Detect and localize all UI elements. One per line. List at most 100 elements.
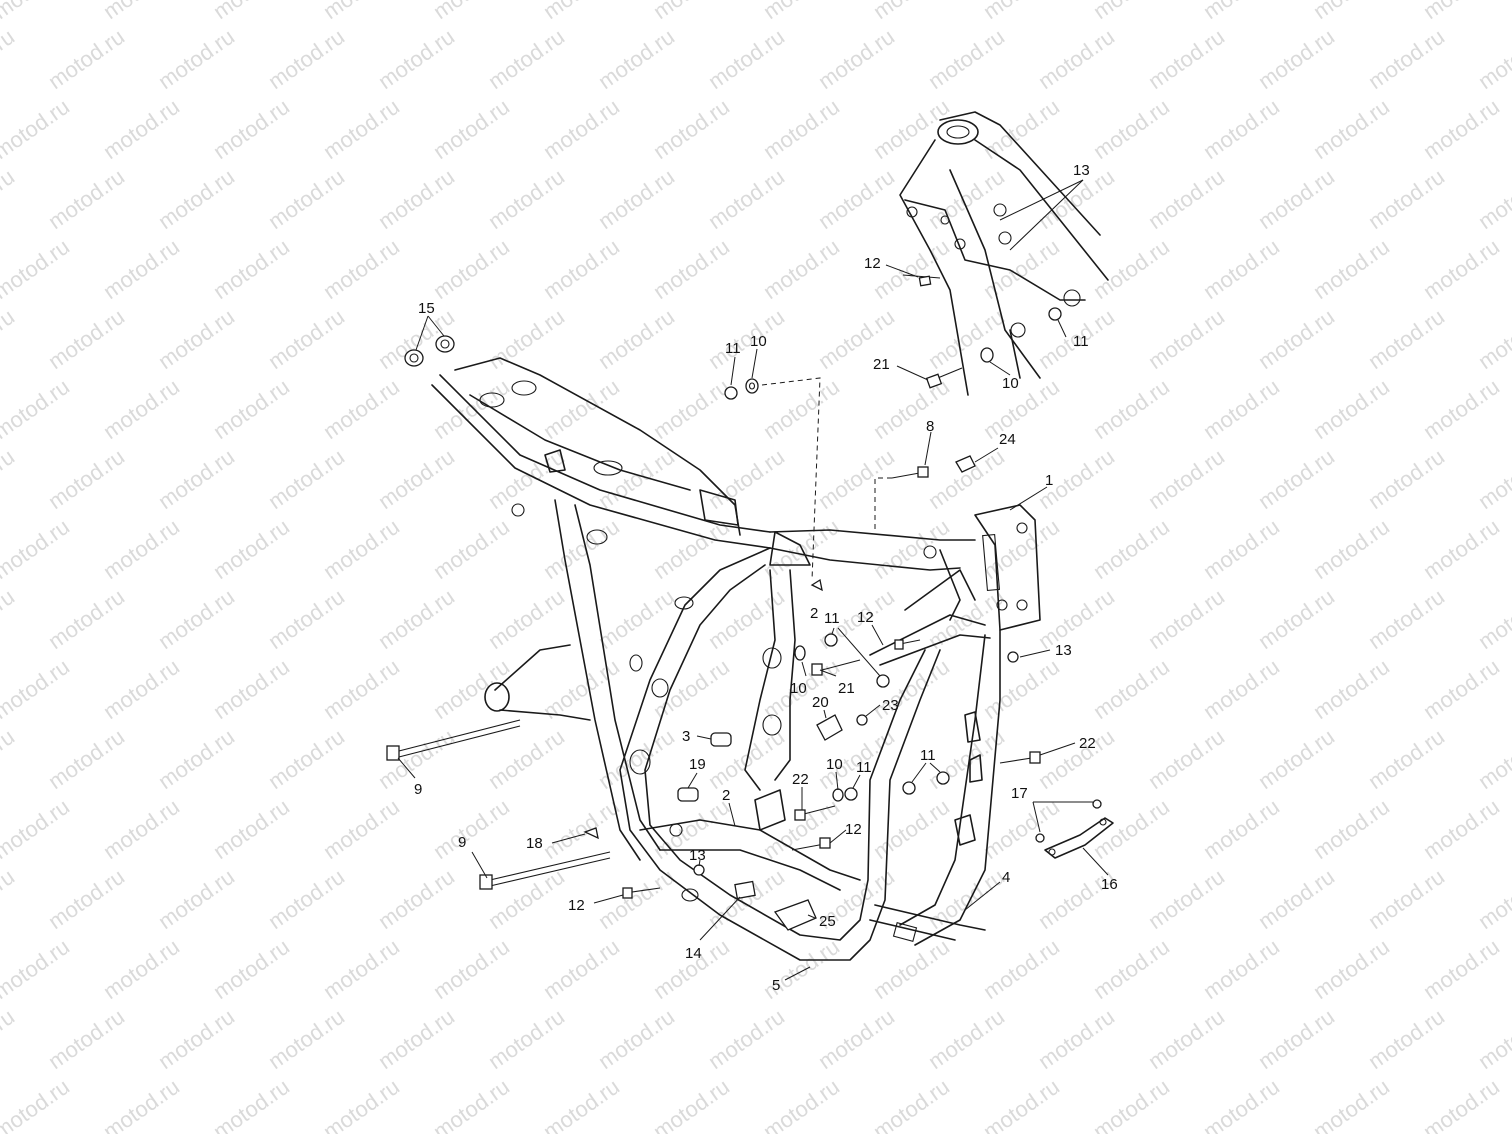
watermark-text: motod.ru xyxy=(704,444,789,514)
watermark-text: motod.ru xyxy=(869,0,954,24)
watermark-text: motod.ru xyxy=(869,234,954,304)
watermark-text: motod.ru xyxy=(1364,864,1449,934)
watermark-text: motod.ru xyxy=(429,794,514,864)
watermark-text: motod.ru xyxy=(539,514,624,584)
watermark-text: motod.ru xyxy=(209,514,294,584)
watermark-text: motod.ru xyxy=(1474,1004,1512,1074)
watermark-text: motod.ru xyxy=(1034,584,1119,654)
callout-20: 20 xyxy=(812,694,829,711)
watermark-text: motod.ru xyxy=(1144,584,1229,654)
watermark-text: motod.ru xyxy=(429,374,514,444)
watermark-text: motod.ru xyxy=(1199,234,1284,304)
callout-12: 12 xyxy=(568,897,585,914)
watermark-text: motod.ru xyxy=(1144,724,1229,794)
callout-labels: 1 2 2 3 4 5 8 9 9 10 10 10 10 11 11 11 1… xyxy=(414,162,1118,994)
watermark-text: motod.ru xyxy=(1419,94,1504,164)
watermark-text: motod.ru xyxy=(484,164,569,234)
watermark-text: motod.ru xyxy=(44,864,129,934)
callout-9: 9 xyxy=(458,834,466,851)
watermark-text: motod.ru xyxy=(1089,234,1174,304)
watermark-text: motod.ru xyxy=(1474,304,1512,374)
watermark-text: motod.ru xyxy=(374,584,459,654)
watermark-text: motod.ru xyxy=(209,94,294,164)
watermark-text: motod.ru xyxy=(1199,654,1284,724)
watermark-text: motod.ru xyxy=(1364,24,1449,94)
watermark-text: motod.ru xyxy=(649,374,734,444)
watermark-text: motod.ru xyxy=(594,24,679,94)
watermark-text: motod.ru xyxy=(0,0,74,24)
watermark-text: motod.ru xyxy=(264,724,349,794)
watermark-text: motod.ru xyxy=(154,864,239,934)
watermark-text: motod.ru xyxy=(649,94,734,164)
callout-13: 13 xyxy=(1073,162,1090,179)
watermark-text: motod.ru xyxy=(594,164,679,234)
callout-24: 24 xyxy=(999,431,1016,448)
watermark-text: motod.ru xyxy=(264,864,349,934)
watermark-text: motod.ru xyxy=(979,234,1064,304)
watermark-text: motod.ru xyxy=(484,24,569,94)
leader-lines xyxy=(397,179,1109,981)
watermark-text: motod.ru xyxy=(1419,0,1504,24)
callout-13: 13 xyxy=(689,847,706,864)
watermark-text: motod.ru xyxy=(704,1004,789,1074)
watermark-text: motod.ru xyxy=(429,0,514,24)
watermark-text: motod.ru xyxy=(1419,234,1504,304)
watermark-text: motod.ru xyxy=(924,304,1009,374)
watermark-text: motod.ru xyxy=(99,374,184,444)
watermark-text: motod.ru xyxy=(429,934,514,1004)
watermark-text: motod.ru xyxy=(979,374,1064,444)
watermark-text: motod.ru xyxy=(924,444,1009,514)
watermark-text: motod.ru xyxy=(209,934,294,1004)
watermark-text: motod.ru xyxy=(1034,864,1119,934)
callout-18: 18 xyxy=(526,835,543,852)
watermark-text: motod.ru xyxy=(1199,374,1284,444)
callout-16: 16 xyxy=(1101,876,1118,893)
watermark-text: motod.ru xyxy=(209,374,294,444)
watermark-text: motod.ru xyxy=(374,164,459,234)
watermark-text: motod.ru xyxy=(0,1074,74,1134)
watermark-text: motod.ru xyxy=(924,1004,1009,1074)
watermark-text: motod.ru xyxy=(154,304,239,374)
callout-10: 10 xyxy=(790,680,807,697)
watermark-text: motod.ru xyxy=(1419,654,1504,724)
watermark-text: motod.ru xyxy=(1254,1004,1339,1074)
watermark-text: motod.ru xyxy=(1254,444,1339,514)
watermark-text: motod.ru xyxy=(814,444,899,514)
grommet-15-a xyxy=(404,349,424,367)
watermark-text: motod.ru xyxy=(1474,444,1512,514)
callout-5: 5 xyxy=(772,977,780,994)
callout-21: 21 xyxy=(873,356,890,373)
watermark-text: motod.ru xyxy=(759,1074,844,1134)
watermark-text: motod.ru xyxy=(649,1074,734,1134)
callout-23: 23 xyxy=(882,697,899,714)
watermark-text: motod.ru xyxy=(484,304,569,374)
watermark-text: motod.ru xyxy=(429,94,514,164)
watermark-text: motod.ru xyxy=(1419,1074,1504,1134)
watermark-text: motod.ru xyxy=(1254,164,1339,234)
watermark-text: motod.ru xyxy=(99,94,184,164)
watermark-text: motod.ru xyxy=(1254,724,1339,794)
watermark-text: motod.ru xyxy=(264,584,349,654)
watermark-text: motod.ru xyxy=(319,654,404,724)
watermark-text: motod.ru xyxy=(99,0,184,24)
watermark-text: motod.ru xyxy=(1309,794,1394,864)
watermark-text: motod.ru xyxy=(0,24,19,94)
watermark-text: motod.ru xyxy=(0,934,74,1004)
watermark-text: motod.ru xyxy=(1419,934,1504,1004)
grommet-15-b xyxy=(435,335,455,353)
watermark-text: motod.ru xyxy=(209,1074,294,1134)
watermark-text: motod.ru xyxy=(979,94,1064,164)
watermark-text: motod.ru xyxy=(1089,374,1174,444)
watermark-text: motod.ru xyxy=(979,654,1064,724)
callout-13: 13 xyxy=(1055,642,1072,659)
watermark-text: motod.ru xyxy=(0,584,19,654)
callout-11: 11 xyxy=(856,759,872,776)
watermark-text: motod.ru xyxy=(44,164,129,234)
watermark-text: motod.ru xyxy=(924,24,1009,94)
watermark-text: motod.ru xyxy=(1474,724,1512,794)
callout-11: 11 xyxy=(725,340,741,357)
watermark-text: motod.ru xyxy=(99,934,184,1004)
watermark-text: motod.ru xyxy=(484,1004,569,1074)
callout-15: 15 xyxy=(418,300,435,317)
callout-19: 19 xyxy=(689,756,706,773)
